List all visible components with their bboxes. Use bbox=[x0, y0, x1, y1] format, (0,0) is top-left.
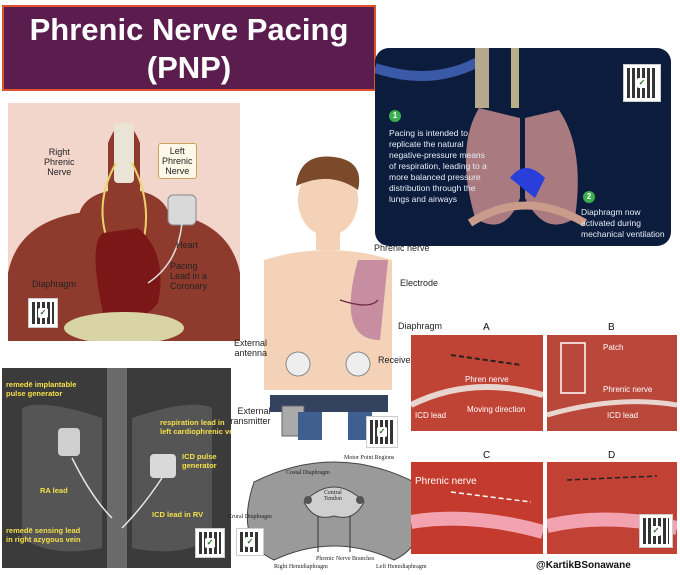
step1-dot: 1 bbox=[389, 110, 401, 122]
heart-label: Heart bbox=[176, 240, 199, 250]
right-hemi-label: Right Hemidiaphragm bbox=[274, 564, 328, 570]
left-hemi-label: Left Hemidiaphragm bbox=[376, 564, 427, 570]
a-phrenic-label: Phren nerve bbox=[465, 375, 509, 384]
diaphragm-drawing bbox=[246, 461, 422, 561]
external-antenna-label: External antenna bbox=[234, 338, 268, 358]
xray-drawing bbox=[22, 368, 212, 568]
central-tendon-label: Central Tendon bbox=[324, 490, 342, 502]
title-banner: Phrenic Nerve Pacing (PNP) bbox=[2, 5, 376, 91]
title-line2: (PNP) bbox=[146, 50, 232, 85]
author-watermark: @KartikBSonawane bbox=[536, 560, 631, 571]
qr-code: ✓ bbox=[623, 64, 661, 102]
title-line1: Phrenic Nerve Pacing bbox=[29, 12, 349, 47]
surgery-photo-c: Phrenic nerve bbox=[411, 462, 543, 554]
qr-code: ✓ bbox=[195, 528, 225, 558]
qr-code: ✓ bbox=[236, 528, 264, 556]
xray-image: remedē implantable pulse generator respi… bbox=[2, 368, 231, 568]
b-patch-label: Patch bbox=[603, 343, 624, 352]
right-phrenic-label: Right Phrenic Nerve bbox=[44, 147, 75, 177]
left-phrenic-label: Left Phrenic Nerve bbox=[158, 143, 197, 179]
surgery-photo-d: ✓ bbox=[547, 462, 677, 554]
a-moving-label: Moving direction bbox=[467, 405, 526, 414]
qr-code: ✓ bbox=[639, 514, 673, 548]
photo-label-c: C bbox=[483, 450, 491, 461]
diaphragm-label: Diaphragm bbox=[398, 321, 443, 331]
crural-label: Crural Diaphragm bbox=[228, 514, 272, 520]
qr-code: ✓ bbox=[366, 416, 398, 448]
electrode-label: Electrode bbox=[400, 278, 439, 288]
external-transmitter-label: External transmitter bbox=[228, 406, 271, 426]
icd-lead-label: ICD lead in RV bbox=[152, 510, 204, 519]
step1-text: Pacing is intended to replicate the natu… bbox=[389, 128, 487, 204]
child-drawing bbox=[264, 156, 392, 440]
photo-label-d: D bbox=[608, 450, 616, 461]
surgery-photo-a: Phren nerve ICD lead Moving direction bbox=[411, 335, 543, 431]
qr-code: ✓ bbox=[28, 298, 58, 328]
icd-generator-label: ICD pulse generator bbox=[182, 452, 217, 470]
motor-points-label: Motor Point Regions bbox=[344, 455, 395, 461]
photo-label-a: A bbox=[483, 322, 490, 333]
costal-label: Costal Diaphragm bbox=[286, 470, 330, 476]
pacing-lead-label: Pacing Lead in a Coronary bbox=[170, 261, 208, 291]
lungs-illustration: 1 Pacing is intended to replicate the na… bbox=[375, 48, 671, 246]
branches-label: Phrenic Nerve Branches bbox=[316, 556, 375, 562]
b-icd-label: ICD lead bbox=[607, 411, 639, 420]
a-icd-label: ICD lead bbox=[415, 411, 447, 420]
torso-drawing bbox=[8, 123, 240, 341]
b-phrenic-label: Phrenic nerve bbox=[603, 385, 653, 394]
c-phrenic-label: Phrenic nerve bbox=[415, 476, 477, 487]
diaphragm-label: Diaphragm bbox=[32, 279, 77, 289]
ra-lead-label: RA lead bbox=[40, 486, 68, 495]
torso-illustration: Right Phrenic Nerve Left Phrenic Nerve H… bbox=[8, 103, 240, 341]
phrenic-nerve-label: Phrenic nerve bbox=[374, 243, 430, 253]
receiver-label: Receiver bbox=[378, 355, 414, 365]
sensing-lead-label: remedē sensing lead in right azygous vei… bbox=[6, 526, 81, 544]
respiration-lead-label: respiration lead in left cardiophrenic v… bbox=[160, 418, 231, 436]
lungs-drawing bbox=[375, 48, 588, 227]
child-illustration: Phrenic nerve Electrode Diaphragm Extern… bbox=[228, 150, 443, 448]
step2-dot: 2 bbox=[583, 191, 595, 203]
diaphragm-diagram: Costal Diaphragm Motor Point Regions Cen… bbox=[228, 452, 434, 570]
step2-text: Diaphragm now activated during mechanica… bbox=[581, 207, 665, 239]
surgery-photo-b: Patch Phrenic nerve ICD lead bbox=[547, 335, 677, 431]
photo-label-b: B bbox=[608, 322, 615, 333]
pulse-generator-label: remedē implantable pulse generator bbox=[6, 380, 77, 398]
